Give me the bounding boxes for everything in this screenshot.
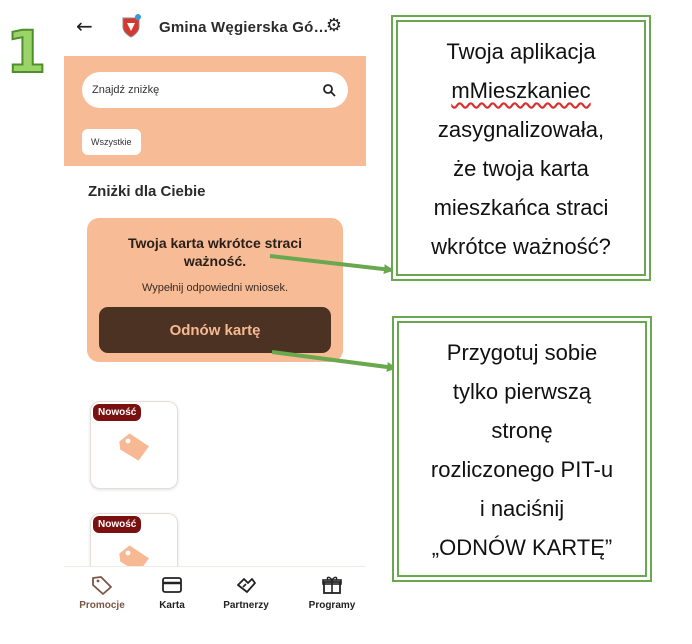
callout-line: „ODNÓW KARTĘ” <box>431 535 613 560</box>
step-number: 1 <box>5 18 47 86</box>
handshake-icon <box>237 578 256 593</box>
callout-line: rozliczonego PIT-u <box>430 457 614 482</box>
card-icon <box>162 577 182 593</box>
search-box[interactable] <box>82 72 348 108</box>
renew-card-button[interactable]: Odnów kartę <box>99 307 331 353</box>
back-arrow-icon[interactable]: ← <box>76 14 93 38</box>
nav-label: Karta <box>159 600 185 611</box>
bottom-nav: Promocje Karta Partnerzy Programy <box>64 566 366 620</box>
search-header: Wszystkie <box>64 56 366 166</box>
callout-line: Twoja aplikacja <box>446 39 596 64</box>
top-bar: ← Gmina Węgierska Gó… ⚙ <box>64 0 366 56</box>
callout-line: Przygotuj sobie <box>446 340 598 365</box>
nav-label: Partnerzy <box>223 600 269 611</box>
card-expiry-notice: Twoja karta wkrótce straci ważność. Wype… <box>87 218 343 362</box>
gear-icon[interactable]: ⚙ <box>325 15 343 36</box>
nav-item-partnerzy[interactable]: Partnerzy <box>208 575 284 611</box>
nav-label: Promocje <box>79 600 125 611</box>
new-badge: Nowość <box>93 404 142 421</box>
callout-line: i naciśnij <box>479 496 565 521</box>
card-title: Twoja karta wkrótce straci ważność. <box>127 235 303 269</box>
search-input[interactable] <box>92 81 312 99</box>
callout-line: że twoja karta <box>453 156 589 181</box>
callout-line: wkrótce ważność? <box>431 234 611 259</box>
app-title: Gmina Węgierska Gó… <box>159 19 329 36</box>
tag-icon <box>119 433 150 461</box>
nav-item-programy[interactable]: Programy <box>294 575 366 611</box>
callout-line: zasygnalizowała, <box>437 117 605 142</box>
gift-icon <box>322 576 342 594</box>
phone-screen: ← Gmina Węgierska Gó… ⚙ Wszystkie Zniżki… <box>64 0 366 620</box>
callout-line: mMieszkaniec <box>451 78 591 103</box>
new-badge: Nowość <box>93 516 142 533</box>
tag-icon <box>119 545 150 573</box>
callout-line: tylko pierwszą <box>452 379 592 404</box>
callout-renew-instructions: Przygotuj sobie tylko pierwszą stronę ro… <box>397 321 647 577</box>
card-text: Wypełnij odpowiedni wniosek. <box>141 282 289 294</box>
callout-line: stronę <box>491 418 553 443</box>
crest-icon <box>122 14 141 38</box>
search-icon[interactable] <box>322 83 336 97</box>
filter-chip-all[interactable]: Wszystkie <box>82 129 141 155</box>
promo-tile[interactable]: Nowość <box>90 401 178 489</box>
nav-label: Programy <box>308 600 356 611</box>
callout-expiry-info: Twoja aplikacja mMieszkaniec zasygnalizo… <box>396 20 646 276</box>
tag-icon <box>92 576 112 595</box>
nav-item-karta[interactable]: Karta <box>134 575 210 611</box>
callout-line: mieszkańca straci <box>433 195 609 220</box>
nav-item-promocje[interactable]: Promocje <box>64 575 140 611</box>
section-title: Zniżki dla Ciebie <box>88 183 206 200</box>
